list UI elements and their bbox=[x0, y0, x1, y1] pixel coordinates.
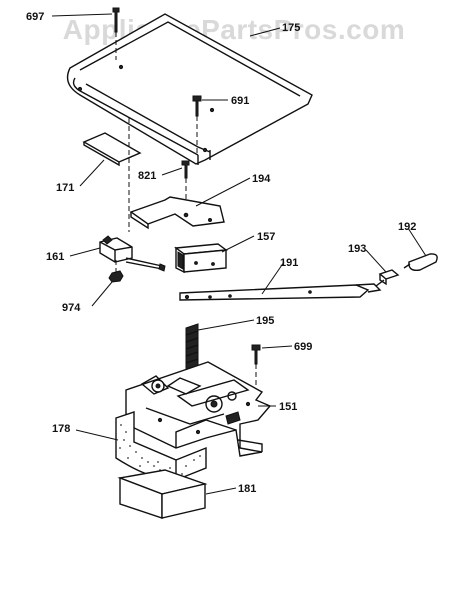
label-821: 821 bbox=[138, 170, 156, 182]
label-697: 697 bbox=[26, 11, 44, 23]
label-151: 151 bbox=[279, 401, 297, 413]
label-194: 194 bbox=[252, 173, 271, 185]
screw-691 bbox=[192, 95, 202, 155]
label-193: 193 bbox=[348, 243, 366, 255]
rod-191 bbox=[179, 283, 382, 301]
label-178: 178 bbox=[52, 423, 70, 435]
connector-193 bbox=[375, 269, 400, 287]
plate-171 bbox=[82, 132, 142, 167]
block-157 bbox=[174, 243, 228, 274]
cover-plate-175 bbox=[66, 13, 313, 165]
label-974: 974 bbox=[62, 302, 81, 314]
screw-699 bbox=[251, 344, 261, 385]
bracket-194 bbox=[129, 196, 225, 230]
screw-697 bbox=[112, 7, 120, 60]
switch-161 bbox=[99, 235, 166, 272]
nut-974 bbox=[108, 260, 124, 283]
label-161: 161 bbox=[46, 251, 64, 263]
knob-192 bbox=[403, 253, 438, 272]
mechanism-151 bbox=[125, 361, 272, 457]
screw-821 bbox=[181, 160, 190, 204]
label-699: 699 bbox=[294, 341, 312, 353]
box-181 bbox=[117, 469, 208, 519]
label-195: 195 bbox=[256, 315, 274, 327]
label-192: 192 bbox=[398, 221, 416, 233]
label-181: 181 bbox=[238, 483, 256, 495]
label-175: 175 bbox=[282, 22, 300, 34]
label-691: 691 bbox=[231, 95, 249, 107]
label-157: 157 bbox=[257, 231, 275, 243]
label-191: 191 bbox=[280, 257, 298, 269]
spring-195 bbox=[185, 323, 199, 372]
label-171: 171 bbox=[56, 182, 74, 194]
leader-lines bbox=[51, 13, 427, 495]
